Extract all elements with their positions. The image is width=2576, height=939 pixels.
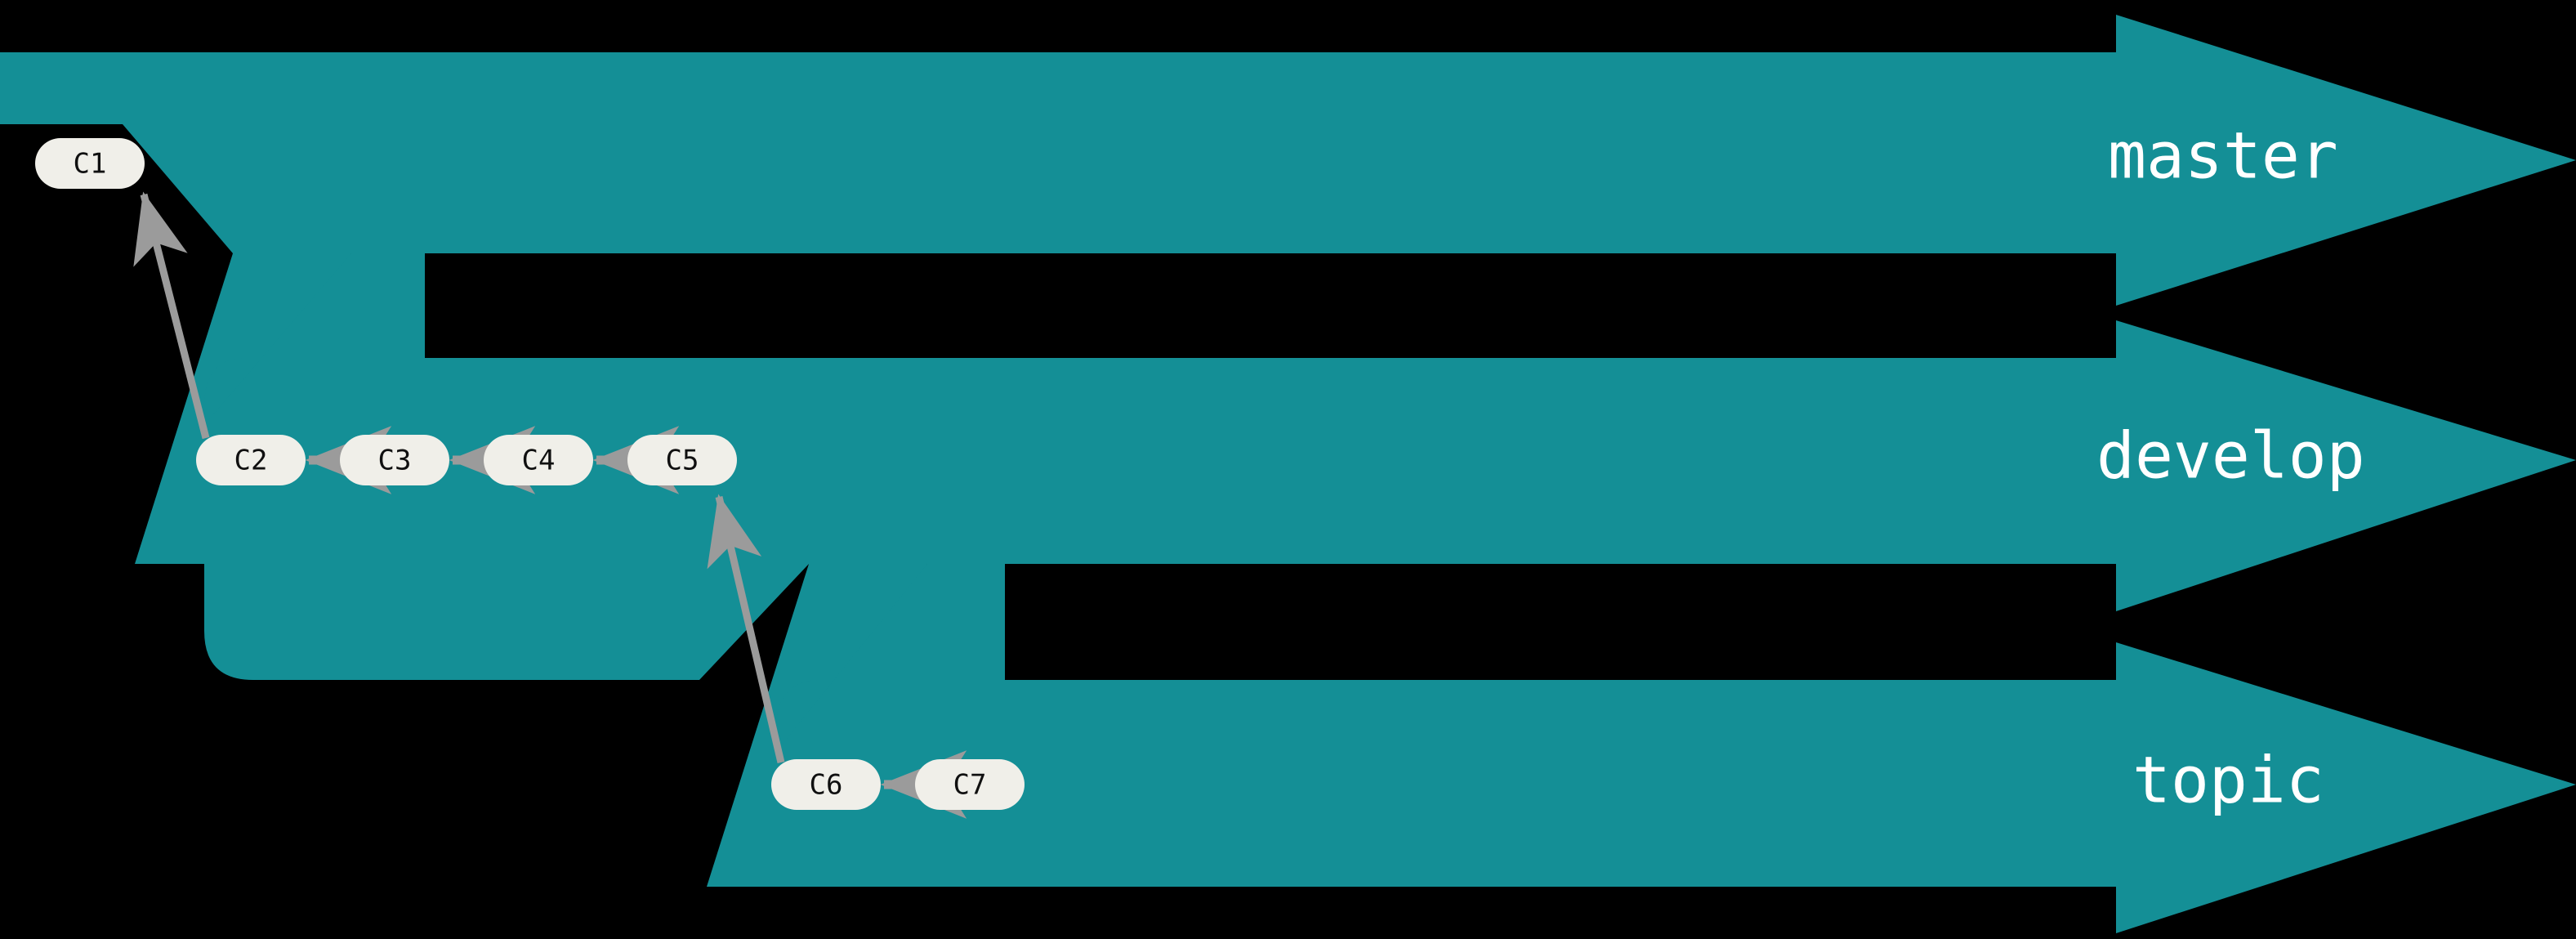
commit-label: C1: [74, 148, 107, 181]
master-arrowhead-icon: [2116, 15, 2576, 306]
branch-band-master[interactable]: [0, 15, 2576, 306]
commit-pill: [196, 435, 306, 485]
topic-band-shape: [776, 680, 2116, 887]
develop-band-shape: [204, 358, 2116, 680]
topic-arrowhead-icon: [2116, 642, 2576, 933]
commit-label: C6: [810, 769, 843, 802]
commit-node-c4[interactable]: C4: [484, 435, 593, 485]
branch-label-master: master: [2108, 119, 2338, 193]
branch-label-topic: topic: [2132, 744, 2324, 817]
commit-label: C4: [522, 445, 556, 477]
commit-node-c2[interactable]: C2: [196, 435, 306, 485]
branch-band-topic[interactable]: [707, 564, 2576, 933]
commit-label: C2: [234, 445, 268, 477]
commit-node-c5[interactable]: C5: [627, 435, 737, 485]
commit-pill: [35, 138, 145, 189]
commit-pill: [915, 759, 1025, 810]
commit-label: C7: [953, 769, 987, 802]
commit-pill: [484, 435, 593, 485]
edge-c6-to-c5: [707, 494, 785, 764]
branch-label-develop: develop: [2096, 419, 2365, 493]
commit-node-c3[interactable]: C3: [340, 435, 449, 485]
commit-node-c7[interactable]: C7: [915, 759, 1025, 810]
edge-c2-to-c1: [133, 191, 210, 440]
commit-label: C5: [666, 445, 699, 477]
develop-head-joint: [2092, 358, 2141, 564]
master-head-joint: [2092, 52, 2141, 253]
commit-node-c1[interactable]: C1: [35, 138, 145, 189]
commit-pill: [627, 435, 737, 485]
topic-head-joint: [2092, 680, 2141, 887]
commit-node-c6[interactable]: C6: [771, 759, 881, 810]
commit-edges: [133, 191, 967, 819]
master-band-shape: [0, 52, 2116, 253]
commit-pill: [771, 759, 881, 810]
commit-label: C3: [378, 445, 412, 477]
commit-pill: [340, 435, 449, 485]
develop-arrowhead-icon: [2116, 320, 2576, 611]
